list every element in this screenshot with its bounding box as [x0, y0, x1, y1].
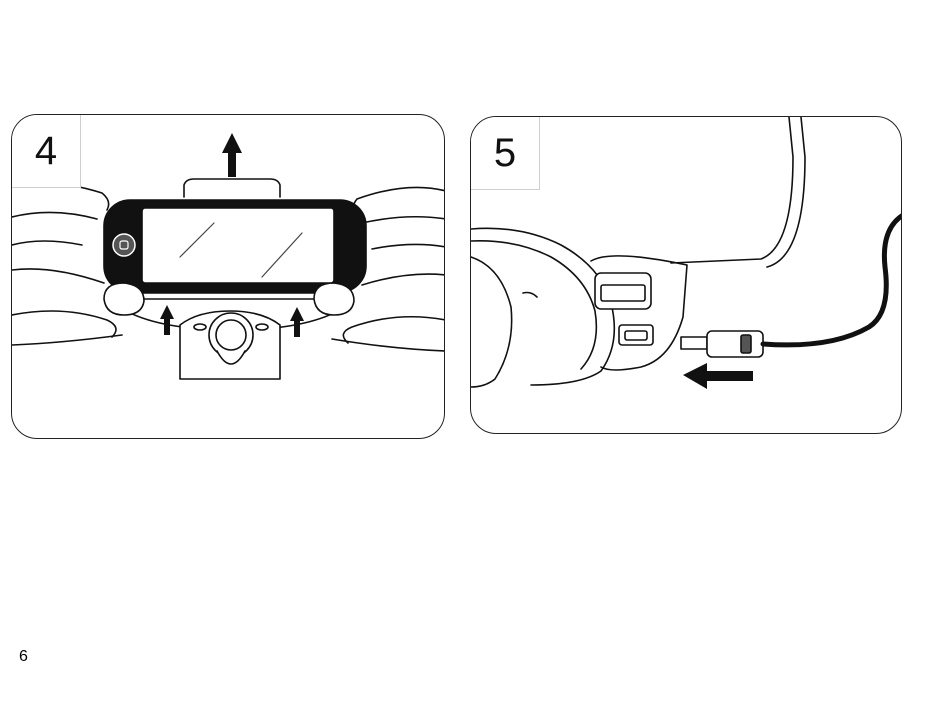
step-4-panel: 4 — [11, 114, 445, 439]
step-number-5: 5 — [471, 117, 540, 190]
page-number: 6 — [19, 648, 28, 666]
step-5-panel: 5 — [470, 116, 902, 434]
step-number-4: 4 — [12, 115, 81, 188]
up-arrow-icon — [222, 133, 242, 177]
home-button-icon — [113, 234, 135, 256]
left-arrow-icon — [683, 363, 753, 389]
